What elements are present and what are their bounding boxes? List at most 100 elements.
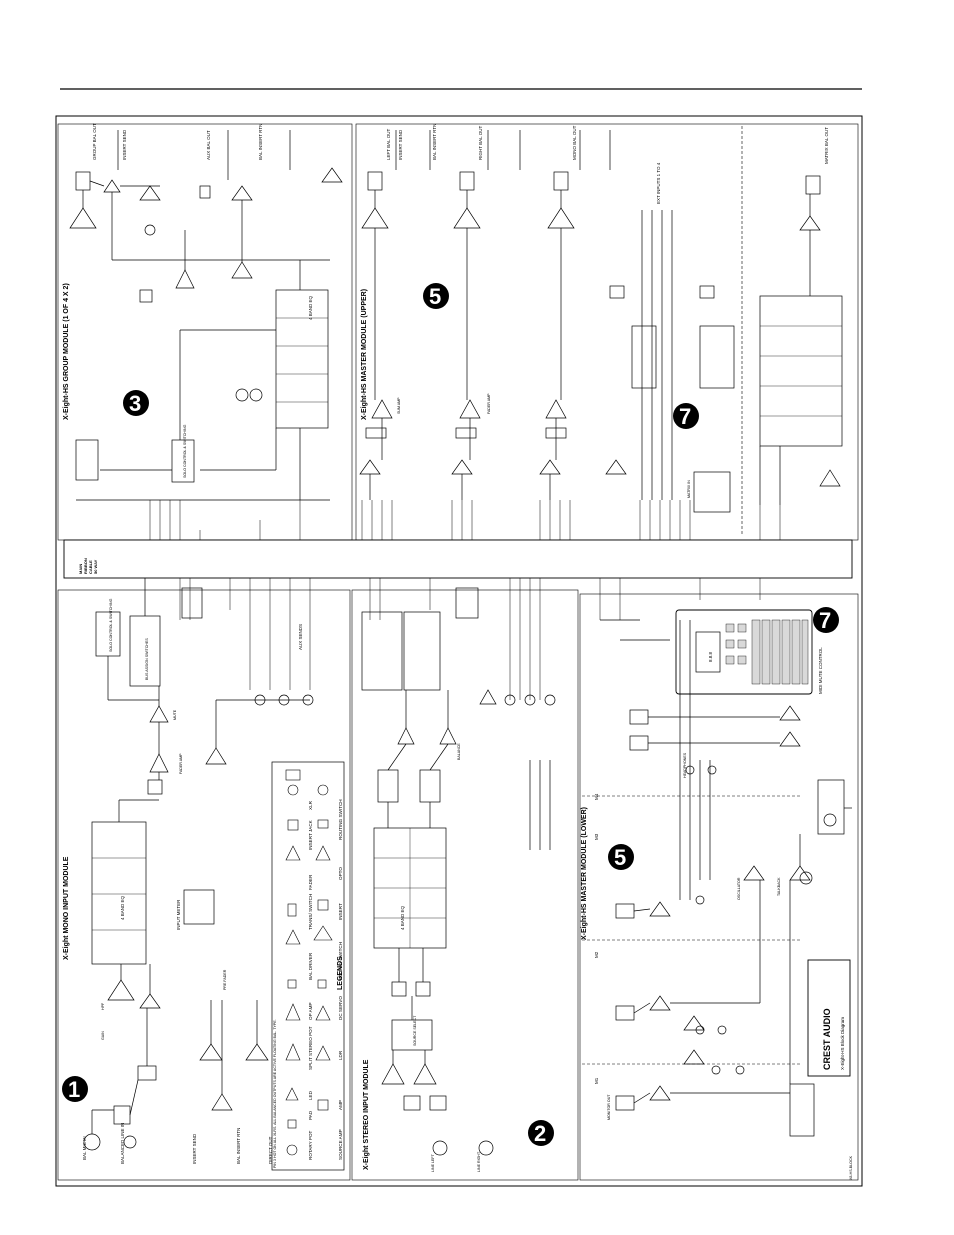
group-ins-rtn-label: BAL INSERT RTN (258, 124, 263, 160)
mono-eq-block (91, 821, 147, 965)
osc-label: OSCILLATOR (737, 877, 741, 900)
ribbon-line-4: 50 WAY (93, 559, 98, 574)
legend-item-5: BAL DRIVER (308, 952, 313, 980)
legend-item-14: ROTARY SWITCH (338, 942, 343, 980)
group-output-amp (69, 207, 97, 229)
m4-label: M4 (594, 793, 599, 800)
legend-item-0: ROTARY POT (308, 1130, 313, 1160)
master-upper-panel (355, 123, 859, 541)
mono-insert-rtn-label: BAL INSERT RTN (236, 1128, 241, 1164)
right-out-label: RIGHT BAL OUT (478, 125, 483, 160)
stereo-input-module: X-Eight STEREO INPUT MODULE 2 (361, 587, 556, 1172)
group-eq-label: 4 BAND EQ (308, 295, 313, 320)
ribbon-line-1: MAIN (78, 564, 83, 574)
insert-send-amp (103, 179, 121, 193)
master-lower-title: X-Eight-HS MASTER MODULE (LOWER) (581, 807, 588, 940)
group-aux-out-label: AUX BAL OUT (206, 130, 211, 160)
group-bal-out-label: GROUP BAL OUT (92, 123, 97, 160)
legend-item-10: SOURCE AMP (338, 1129, 343, 1160)
main-ribbon-cable (63, 539, 853, 579)
phones-label: HEADPHONES (683, 752, 687, 778)
master-upper-title: X-Eight-HS MASTER MODULE (UPPER) (361, 289, 368, 420)
mono-out-label: MONO BAL OUT (572, 125, 577, 160)
legend-item-16: OPTO (338, 867, 343, 880)
input-meter-block (183, 889, 215, 925)
mono-number: 1 (68, 1077, 80, 1102)
matrix-solo-block (631, 325, 657, 389)
mono-insert-send-label: INSERT SEND (192, 1133, 197, 1164)
legend-symbols (285, 769, 333, 1156)
group-module: X-Eight-HS GROUP MODULE (1 OF 4 X 2) 3 (63, 123, 343, 501)
midi-number: 7 (819, 608, 831, 633)
master-upper-module: X-Eight-HS MASTER MODULE (UPPER) 5 7 (359, 124, 843, 536)
legend-item-1: PAD (308, 1110, 313, 1120)
fader-amp-label: FADER AMP (487, 393, 491, 414)
mono-aux-sends-label: AUX SENDS (298, 624, 303, 650)
mono-input-panel (57, 589, 351, 1181)
legend-item-13: DC SERVO (338, 996, 343, 1020)
matrix-number-badge (673, 403, 699, 429)
m1-label: M1 (594, 1077, 599, 1084)
m2-label: M2 (594, 951, 599, 958)
stereo-number: 2 (534, 1121, 546, 1146)
talkback-label: TALKBACK (777, 877, 781, 896)
monitor-out-label: MONITOR OUT (607, 1094, 611, 1120)
legends-note: PIN 3 HOT ON ALL XLRS. ALL BALANCED OUTP… (273, 1019, 277, 1168)
mono-solo-block (95, 611, 121, 657)
legend-item-3: SPLIT STEREO POT (308, 1026, 313, 1070)
midi-channel-strips (725, 619, 809, 685)
master-lower-panel (579, 593, 859, 1181)
stereo-left-in-label: LINE LEFT (431, 1153, 435, 1172)
stereo-input-panel (351, 589, 579, 1181)
mono-bus-assign-label: BUS ASSIGN SWITCHES (145, 638, 149, 680)
legend-item-2: LED (308, 1090, 313, 1100)
left-ins-send-label: INSERT SEND (398, 129, 403, 160)
legend-item-15: INSERT (338, 903, 343, 920)
ext-inputs-label: EXT INPUTS 1 TO 4 (656, 162, 661, 204)
left-ins-rtn-label: BAL INSERT RTN (432, 124, 437, 160)
stereo-balance-label: BALANCE (457, 743, 461, 760)
mono-title: X-Eight MONO INPUT MODULE (63, 856, 70, 960)
bus-wires (149, 500, 781, 700)
line-jack (123, 1135, 137, 1149)
midi-mute-panel (675, 609, 813, 695)
footer-ref: X8-HS-BLOCK (849, 1155, 853, 1180)
legend-item-17: ROUTING SWITCH (338, 799, 343, 840)
group-number-badge (123, 390, 149, 416)
mono-mic-in-label: BAL MIC IN (82, 1136, 87, 1160)
midi-display-value: 8.8.8 (708, 651, 713, 662)
legend-item-4: OP AMP (308, 1002, 313, 1020)
left-xlr (367, 171, 383, 191)
master-lower-number: 5 (614, 845, 626, 870)
legend-item-7: FADER (308, 874, 313, 890)
m3-label: M3 (594, 833, 599, 840)
stereo-source-select-label: SOURCE SELECT (413, 1015, 417, 1046)
stereo-right-in-label: LINE RIGHT (477, 1151, 481, 1172)
mono-line-in-label: BALANCED LINE IN (120, 1123, 125, 1164)
mono-direct-out-label: DIRECT OUT (268, 1136, 273, 1164)
mono-gain-label: GAIN (101, 1031, 105, 1040)
mono-number-badge (62, 1076, 88, 1102)
group-eq-block (275, 289, 329, 429)
ribbon-line-3: CABLE (88, 560, 93, 574)
mono-xlr (553, 171, 569, 191)
legends-box (271, 761, 345, 1171)
legends-title: LEGENDS (337, 956, 344, 990)
stereo-solo-block (361, 611, 403, 691)
mono-pre-fader-label: PRE FADER (223, 969, 227, 990)
phones-block (789, 1083, 815, 1137)
midi-display (695, 631, 721, 673)
right-xlr (459, 171, 475, 191)
group-number: 3 (129, 391, 141, 416)
brand-logo: CREST AUDIO (822, 1008, 832, 1070)
mono-input-module: X-Eight MONO INPUT MODULE 1 (62, 578, 345, 1171)
source-select-block (391, 1019, 433, 1051)
ribbon-line-2: RIBBON (83, 558, 88, 574)
mono-solo-label: SOLO CONTROL & SWITCHING (109, 598, 113, 652)
legend-item-8: INSERT JACK (308, 819, 313, 850)
group-title: X-Eight-HS GROUP MODULE (1 OF 4 X 2) (63, 283, 70, 420)
matrix-in-label: MATRIX IN (687, 480, 691, 498)
diagram-frame (55, 115, 863, 1187)
group-bal-out-xlr (75, 171, 91, 191)
